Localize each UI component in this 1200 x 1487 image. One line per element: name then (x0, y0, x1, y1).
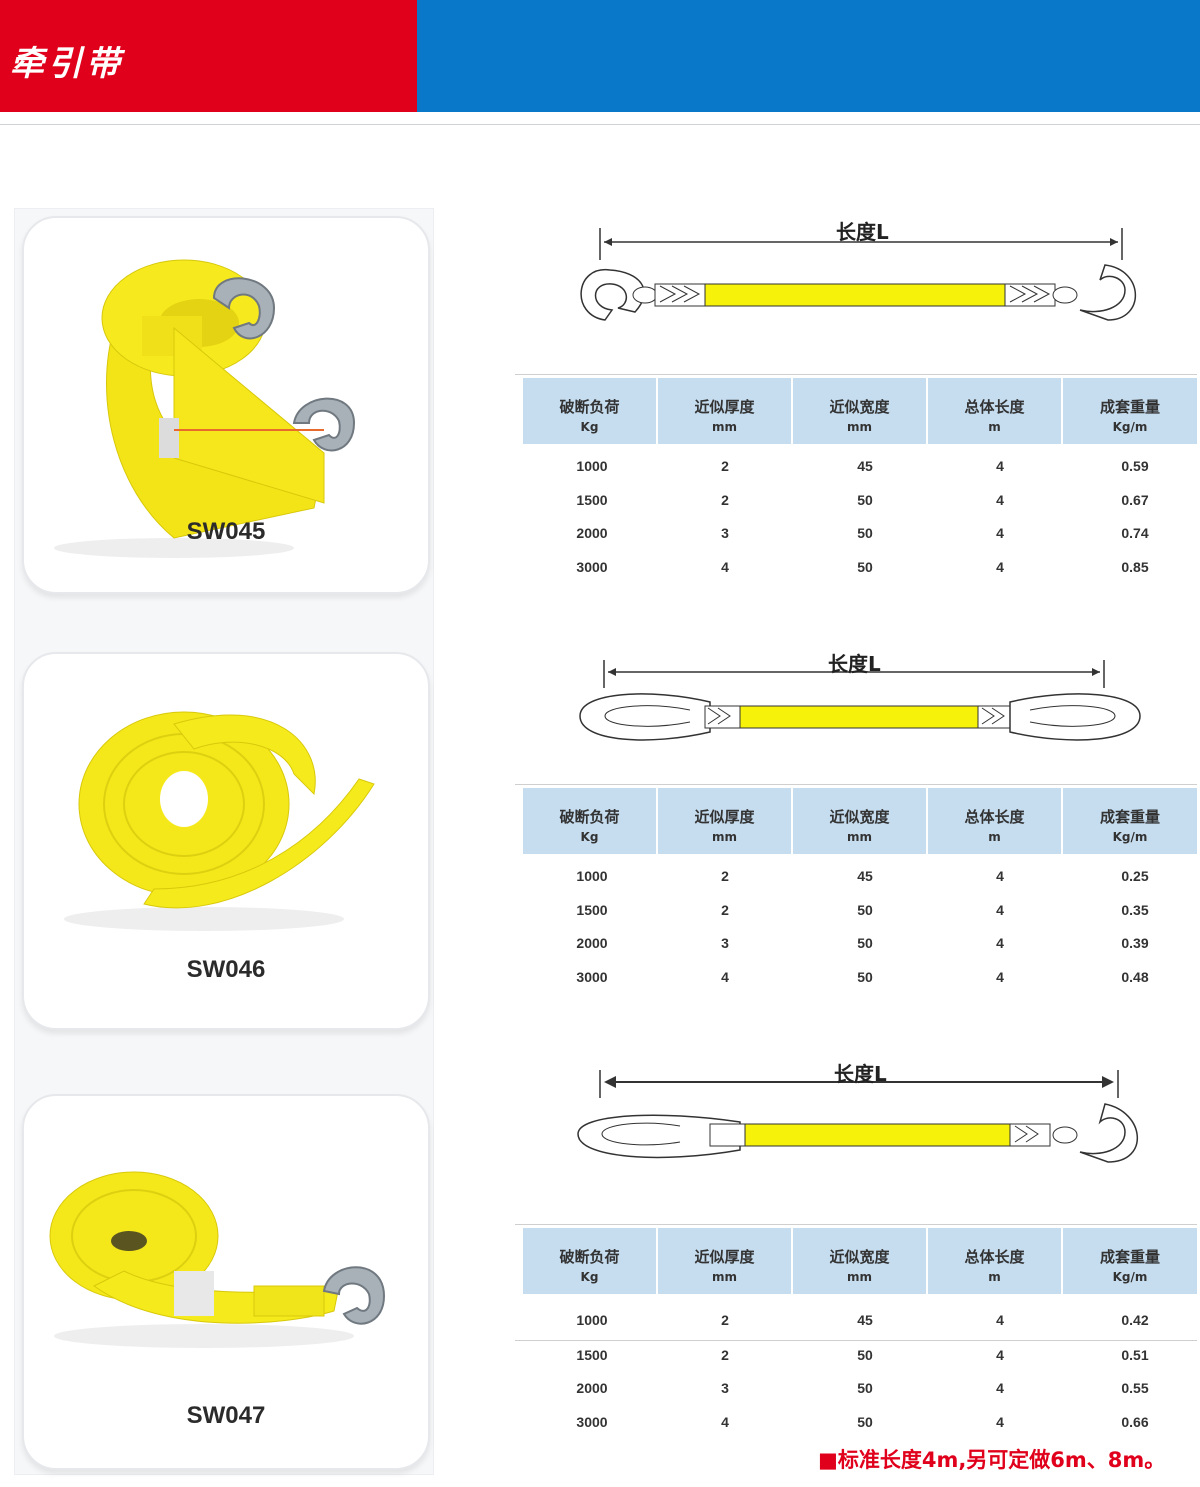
table-row: 2000 3 50 4 0.55 (576, 1380, 1149, 1396)
table-row: 2000 3 50 4 0.39 (576, 935, 1149, 951)
tow-strap-with-two-hooks-image (54, 259, 356, 558)
loop-loop-strap-diagram (579, 660, 1141, 741)
tow-strap-with-loops-image (64, 711, 375, 931)
standard-length-note: ■标准长度4m,另可定做6m、8m。 (818, 1448, 1166, 1472)
length-label: 长度L (836, 220, 889, 244)
table-row: 3000 4 50 4 0.66 (576, 1414, 1149, 1430)
hook-hook-strap-diagram (580, 228, 1137, 321)
product-card-sw045: SW045 (22, 216, 430, 594)
table-row: 2000 3 50 4 0.74 (576, 525, 1149, 541)
table-row: 1500 2 50 4 0.35 (576, 902, 1149, 918)
length-label: 长度L (828, 652, 881, 676)
table-row: 3000 4 50 4 0.48 (576, 969, 1149, 985)
product-code: SW045 (186, 518, 266, 545)
table-row: 1000 2 45 4 0.42 (576, 1312, 1149, 1328)
loop-hook-strap-diagram (577, 1070, 1138, 1163)
product-card-sw047: SW047 (22, 1094, 430, 1470)
product-code: SW046 (186, 956, 266, 983)
table-row: 1000 2 45 4 0.25 (576, 868, 1149, 884)
header-divider (0, 124, 1200, 125)
header-red-band (0, 0, 417, 112)
length-label: 长度L (834, 1062, 887, 1086)
table-row: 3000 4 50 4 0.85 (576, 559, 1149, 575)
table-row: 1000 2 45 4 0.59 (576, 458, 1149, 474)
header-blue-band (417, 0, 1200, 112)
product-code: SW047 (186, 1402, 266, 1429)
page-title: 牵引带 (10, 44, 124, 84)
table-row: 1500 2 50 4 0.51 (515, 1340, 1197, 1374)
table-row: 1500 2 50 4 0.67 (576, 492, 1149, 508)
tow-strap-with-loop-and-hook-image (49, 1171, 386, 1348)
product-card-sw046: SW046 (22, 652, 430, 1030)
